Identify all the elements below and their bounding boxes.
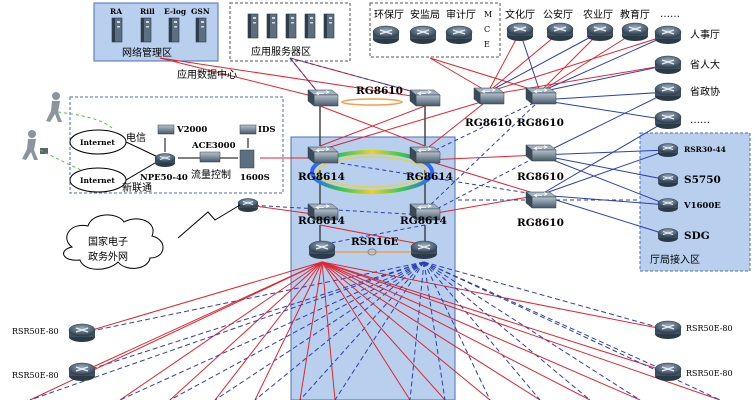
mce-label-c: C [484, 25, 490, 34]
internet-label-1: Internet [80, 138, 115, 147]
rg8610-ring [341, 98, 403, 106]
fanout-red-link [321, 261, 411, 400]
fanout-blue-link [423, 261, 591, 400]
dept-more-top: …… [660, 9, 680, 20]
fanout-blue-link [423, 261, 669, 373]
ids-1600s-label: 1600S [240, 173, 270, 183]
npe-label: NPE50-40 [140, 173, 188, 183]
npe-router [154, 152, 176, 168]
fanout-red-link [214, 261, 323, 400]
rsr16e-label: RSR16E [351, 236, 399, 248]
fanout-red-link [321, 261, 721, 400]
rg8610-label-b: RG8610 [517, 117, 564, 129]
fanout-red-link [321, 261, 446, 400]
dept-shengzhengxie: 省政协 [690, 85, 720, 98]
ace3000-device [199, 151, 221, 163]
fanout-red-link [321, 261, 669, 373]
ids-1600s-device [239, 149, 255, 169]
access-label-s5750: S5750 [684, 174, 721, 186]
fanout-blue-link [169, 261, 425, 400]
access-label-sdg: SDG [684, 230, 710, 242]
mce-label-e: E [484, 40, 490, 49]
dept-renshi: 人事厅 [690, 28, 720, 41]
rg8614-label-2: RG8614 [406, 171, 453, 183]
isp-unicom-label: 新联通 [122, 181, 152, 194]
fanout-blue-link [334, 261, 425, 400]
rg8610-label-c: RG8610 [517, 171, 564, 183]
fanout-blue-link [254, 261, 425, 400]
rg8614-label-3: RG8614 [298, 215, 345, 227]
server-label-ra: RA [110, 7, 122, 16]
rg8614-label-1: RG8614 [298, 171, 345, 183]
dept-shengrenda: 省人大 [690, 58, 720, 71]
network-mgmt-label: 网络管理区 [122, 46, 172, 59]
fanout-red-link [321, 261, 336, 400]
extranet-router [237, 197, 259, 213]
dept-more-right: …… [690, 115, 710, 126]
internet-users [22, 92, 62, 160]
flow-control-label: 流量控制 [191, 168, 231, 181]
fanout-blue-link [423, 261, 446, 400]
v2000-label: V2000 [176, 125, 207, 135]
v2000-device [157, 124, 175, 135]
fanout-blue-link [423, 261, 669, 331]
rg8610-label-d: RG8610 [517, 217, 564, 229]
rsr16e-router-a [308, 240, 336, 260]
rg8614-label-4: RG8614 [400, 215, 447, 227]
fanout-red-link [299, 261, 323, 400]
fanout-red-link [169, 261, 323, 400]
gov-extranet-label-1: 国家电子 [88, 235, 128, 248]
server-label-rill: Rill [140, 7, 155, 16]
rg8614-ring [310, 150, 434, 194]
dept-anjian: 安监局 [410, 8, 440, 21]
link-lines [159, 31, 669, 246]
ace3000-label: ACE3000 [191, 141, 236, 151]
fanout-blue-link [81, 261, 425, 373]
dept-gongan: 公安厅 [543, 8, 573, 21]
fanout-red-link [81, 261, 323, 373]
fanout-blue-link [409, 261, 425, 400]
internet-label-2: Internet [80, 176, 115, 185]
dept-wenhua: 文化厅 [505, 8, 535, 21]
fanout-red-link [321, 261, 591, 400]
mce-label-m: M [484, 10, 492, 19]
fanout-red-link [321, 261, 491, 400]
edge-label-left-2: RSR50E-80 [12, 371, 59, 380]
dept-huanbao: 环保厅 [374, 8, 404, 21]
ids-label: IDS [258, 125, 276, 135]
rsr16e-router-b [410, 240, 438, 260]
fanout-red-link [321, 261, 669, 331]
bureau-access-label: 厅局接入区 [650, 253, 700, 266]
rg8610-label-a: RG8610 [465, 117, 512, 129]
gov-extranet-label-2: 政务外网 [88, 250, 128, 263]
server-label-elog: E-log [164, 7, 187, 16]
edge-fanout-links [29, 261, 721, 400]
ids-device [239, 124, 257, 135]
right-department-routers [654, 25, 682, 130]
gov-extranet-cloud [63, 214, 164, 270]
fanout-blue-link [81, 261, 425, 334]
dept-shenji: 审计厅 [446, 8, 476, 21]
fanout-red-link [254, 261, 323, 400]
rg8610-label-core: RG8610 [356, 85, 403, 97]
app-server-label: 应用服务器区 [251, 45, 311, 58]
dept-jiaoyu: 教育厅 [620, 8, 650, 21]
fanout-red-link [119, 261, 323, 400]
access-label-v1600e: V1600E [683, 201, 721, 211]
dept-nongye: 农业厅 [583, 8, 613, 21]
fanout-red-link [321, 261, 541, 400]
fanout-red-link [321, 261, 641, 400]
fanout-blue-link [299, 261, 425, 400]
app-datacenter-label: 应用数据中心 [177, 68, 237, 81]
edge-label-right-1: RSR50E-80 [686, 324, 733, 333]
isp-telecom-label: 电信 [126, 131, 146, 144]
edge-label-right-2: RSR50E-80 [686, 369, 733, 378]
fanout-blue-link [29, 261, 425, 400]
fanout-red-link [81, 261, 323, 334]
edge-label-left-1: RSR50E-80 [12, 327, 59, 336]
fanout-blue-link [423, 261, 641, 400]
access-label-rsr30: RSR30-44 [684, 145, 726, 154]
server-label-gsn: GSN [191, 7, 210, 16]
